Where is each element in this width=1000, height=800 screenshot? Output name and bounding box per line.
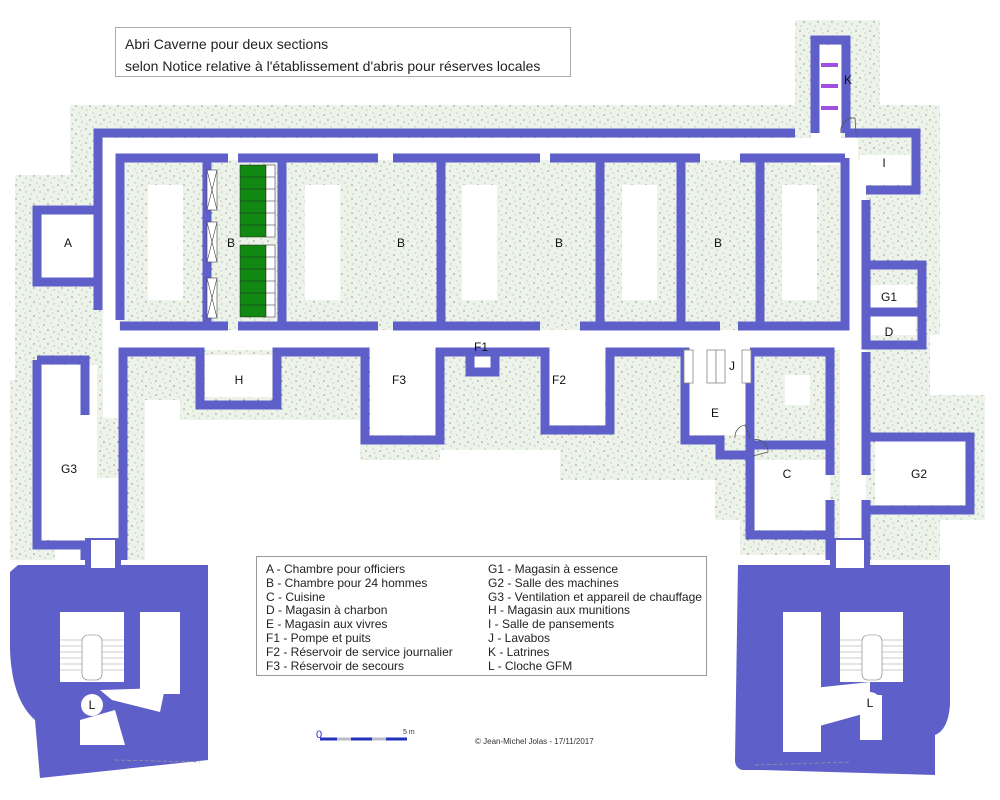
legend-item: D - Magasin à charbon — [266, 603, 388, 618]
combat-block-left — [10, 538, 208, 778]
room-label-e: E — [710, 406, 720, 420]
room-label-b4: B — [713, 236, 723, 250]
legend-item: A - Chambre pour officiers — [266, 562, 406, 576]
room-label-g1: G1 — [880, 290, 898, 304]
room-label-l-right: L — [866, 696, 874, 710]
bunks — [239, 164, 276, 318]
room-label-g2: G2 — [910, 467, 928, 481]
legend-item: K - Latrines — [488, 644, 550, 659]
room-label-a: A — [63, 236, 73, 250]
lavabos — [683, 349, 752, 384]
room-label-f3: F3 — [391, 373, 407, 387]
rock-core-voids — [148, 185, 817, 405]
room-label-b2: B — [396, 236, 406, 250]
copyright: © Jean-Michel Jolas - 17/11/2017 — [475, 737, 594, 746]
doors — [734, 117, 857, 457]
legend-item: L - Cloche GFM — [488, 658, 573, 673]
legend-item: F2 - Réservoir de service journalier — [266, 644, 453, 659]
legend-item: B - Chambre pour 24 hommes — [266, 575, 428, 590]
room-label-i: I — [882, 156, 886, 170]
room-label-g3: G3 — [60, 462, 78, 476]
legend-item: G2 - Salle des machines — [488, 575, 619, 590]
room-label-d: D — [884, 325, 894, 339]
room-label-j: J — [729, 359, 735, 373]
room-label-k: K — [843, 73, 853, 87]
title-line2: selon Notice relative à l'établissement … — [125, 58, 541, 74]
legend-item: H - Magasin aux munitions — [488, 603, 631, 618]
legend-column-2: G1 - Magasin à essence G2 - Salle des ma… — [488, 562, 702, 675]
room-label-c: C — [782, 467, 792, 481]
legend-item: J - Lavabos — [488, 630, 551, 645]
legend-item: E - Magasin aux vivres — [266, 617, 388, 632]
title-line1: Abri Caverne pour deux sections — [125, 36, 329, 52]
legend-item: I - Salle de pansements — [488, 617, 615, 632]
legend-item: C - Cuisine — [266, 589, 326, 604]
legend-item: F3 - Réservoir de secours — [266, 658, 405, 673]
room-label-h: H — [234, 373, 244, 387]
scale-start-label: 0 — [316, 729, 323, 741]
room-label-f1: F1 — [473, 340, 489, 354]
scale-end-label: 5 m — [403, 729, 415, 736]
latrine-seats — [821, 63, 838, 110]
room-label-b1: B — [226, 236, 236, 250]
legend-column-1: A - Chambre pour officiers B - Chambre p… — [266, 562, 488, 675]
title-box: Abri Caverne pour deux sections selon No… — [115, 27, 571, 77]
combat-block-right — [735, 538, 950, 775]
room-label-b3: B — [554, 236, 564, 250]
legend-item: G1 - Magasin à essence — [488, 562, 619, 576]
racks — [206, 169, 218, 319]
legend-item: G3 - Ventilation et appareil de chauffag… — [488, 589, 702, 604]
legend-item: F1 - Pompe et puits — [266, 630, 371, 645]
room-label-f2: F2 — [551, 373, 567, 387]
room-label-l-left: L — [88, 698, 96, 712]
legend-box: A - Chambre pour officiers B - Chambre p… — [256, 556, 707, 676]
